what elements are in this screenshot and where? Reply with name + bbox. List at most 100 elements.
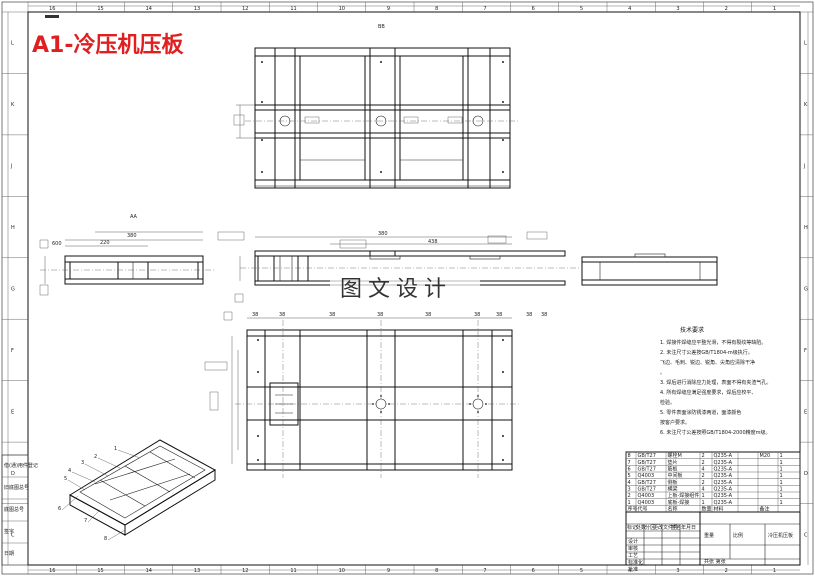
zone-bottom-label: 3 xyxy=(676,568,679,574)
zone-bottom-label: 16 xyxy=(49,568,55,574)
zone-bottom-label: 6 xyxy=(532,568,535,574)
zone-right-label: C xyxy=(804,532,808,538)
side-view-aa: AA 380 220 600 xyxy=(39,214,215,296)
bom-cell: 4 xyxy=(702,467,705,473)
balloon-callouts: 1 2 3 45 6 7 8 xyxy=(58,446,141,542)
bom-cell: 7 xyxy=(628,460,631,466)
title-block-label: 年月日 xyxy=(681,524,696,531)
balloon-number: 2 xyxy=(94,454,97,460)
bom-cell: 1 xyxy=(702,500,705,506)
balloon-number: 4 xyxy=(68,468,71,474)
front-inner-dim: 438 xyxy=(428,239,438,245)
zone-bottom-label: 13 xyxy=(194,568,200,574)
zone-right-label: K xyxy=(804,102,808,108)
balloon-number: 6 xyxy=(58,506,61,512)
sheet-label: 共张 第张 xyxy=(704,558,726,565)
zone-top-label: 16 xyxy=(49,6,55,12)
zone-right-label: F xyxy=(804,348,807,354)
zone-right-label: J xyxy=(803,164,805,170)
bom-cell: 1 xyxy=(780,460,783,466)
plan-dimension: 38 xyxy=(541,312,547,318)
balloon-number: 7 xyxy=(84,518,87,524)
plan-dimension: 38 xyxy=(496,312,502,318)
technical-notes: 技术要求 1. 焊接件焊缝应平整光滑，不得有裂纹等缺陷。2. 未注尺寸公差按GB… xyxy=(660,326,771,436)
note-line: 1. 焊接件焊缝应平整光滑，不得有裂纹等缺陷。 xyxy=(660,339,766,346)
plan-dimension: 38 xyxy=(329,312,335,318)
bom-cell: 6 xyxy=(628,467,631,473)
zone-top-label: 14 xyxy=(146,6,152,12)
bom-cell: 5 xyxy=(628,473,631,479)
bom-cell: GB/T27 xyxy=(638,467,656,473)
bom-header-cell: 材料 xyxy=(714,506,724,513)
zone-bottom-label: 7 xyxy=(483,568,486,574)
zone-bottom-label: 5 xyxy=(580,568,583,574)
left-strip-label: 借(通)用件登记 xyxy=(4,462,38,469)
bom-cell: 中间板 xyxy=(668,472,683,479)
bom-cell: 1 xyxy=(780,480,783,486)
title-block-role: 工艺 xyxy=(628,553,638,559)
note-line: 4. 所有焊缝应满足强度要求，焊后应校平、 xyxy=(660,389,756,396)
zone-top-label: 11 xyxy=(290,6,296,12)
zone-left-label: G xyxy=(11,287,15,293)
zone-top-label: 15 xyxy=(97,6,103,12)
title-block-role: 设计 xyxy=(628,538,638,545)
title-block-label: 分区 xyxy=(645,524,655,531)
bom-cell: 1 xyxy=(628,500,631,506)
watermark-text: 图文设计 xyxy=(340,277,452,302)
zone-left-label: J xyxy=(10,164,12,170)
zone-bottom-label: 14 xyxy=(146,568,152,574)
bom-header-cell: 代号 xyxy=(638,506,648,513)
bom-cell: 4 xyxy=(628,480,631,486)
note-line: 5. 零件表面涂防锈漆两道，面漆颜色 xyxy=(660,409,741,416)
part-name: 冷压机压板 xyxy=(768,532,793,539)
zone-bottom-label: 2 xyxy=(725,568,728,574)
balloon-number: 5 xyxy=(64,476,67,482)
balloon-number: 8 xyxy=(104,536,107,542)
title-block-label: 更改文件号 xyxy=(653,524,678,531)
zone-bottom-label: 4 xyxy=(628,568,631,574)
bom-cell: Q235-A xyxy=(714,500,733,506)
bom-cell: 4 xyxy=(702,487,705,493)
bom-cell: 垫片 xyxy=(668,459,678,466)
title-block-role: 标准化 xyxy=(628,559,643,566)
drawing-title: A1-冷压机压板 xyxy=(32,32,184,58)
zone-bottom-label: 1 xyxy=(773,568,776,574)
bom-cell: Q235-A xyxy=(714,460,733,466)
bom-cell: 8 xyxy=(628,453,631,459)
bom-cell: Q235-A xyxy=(714,473,733,479)
bom-cell: 2 xyxy=(702,460,705,466)
zone-bottom-label: 12 xyxy=(242,568,248,574)
zone-top-label: 7 xyxy=(483,6,486,12)
bom-header-cell: 名称 xyxy=(668,506,678,513)
zone-left-label: D xyxy=(11,471,15,477)
note-line: 按客户要求。 xyxy=(660,419,690,426)
isometric-view: 1 2 3 45 6 7 8 xyxy=(58,439,216,542)
bom-cell: 2 xyxy=(628,493,631,499)
front-overall-dim: 380 xyxy=(378,231,388,237)
end-view xyxy=(581,253,718,286)
section-label-aa: AA xyxy=(130,214,138,220)
bom-cell: Q235-A xyxy=(714,467,733,473)
bom-cell: GB/T27 xyxy=(638,487,656,493)
left-strip-label: 底图总号 xyxy=(4,506,24,513)
zone-bottom-label: 9 xyxy=(387,568,390,574)
weight-label: 重量 xyxy=(704,532,714,539)
plan-dimension: 38 xyxy=(279,312,285,318)
title-block-role: 审核 xyxy=(628,545,638,552)
bom-cell: 横梁 xyxy=(668,486,678,493)
balloon-number: 3 xyxy=(81,460,84,466)
note-line: 6. 未注尺寸公差按照GB/T1804-2000精度m级。 xyxy=(660,429,771,436)
zone-top-label: 8 xyxy=(435,6,438,12)
bom-cell: Q235-A xyxy=(714,493,733,499)
bom-cell: Q4003 xyxy=(638,473,655,479)
plan-dimension: 38 xyxy=(526,312,532,318)
balloon-number: 1 xyxy=(114,446,117,452)
